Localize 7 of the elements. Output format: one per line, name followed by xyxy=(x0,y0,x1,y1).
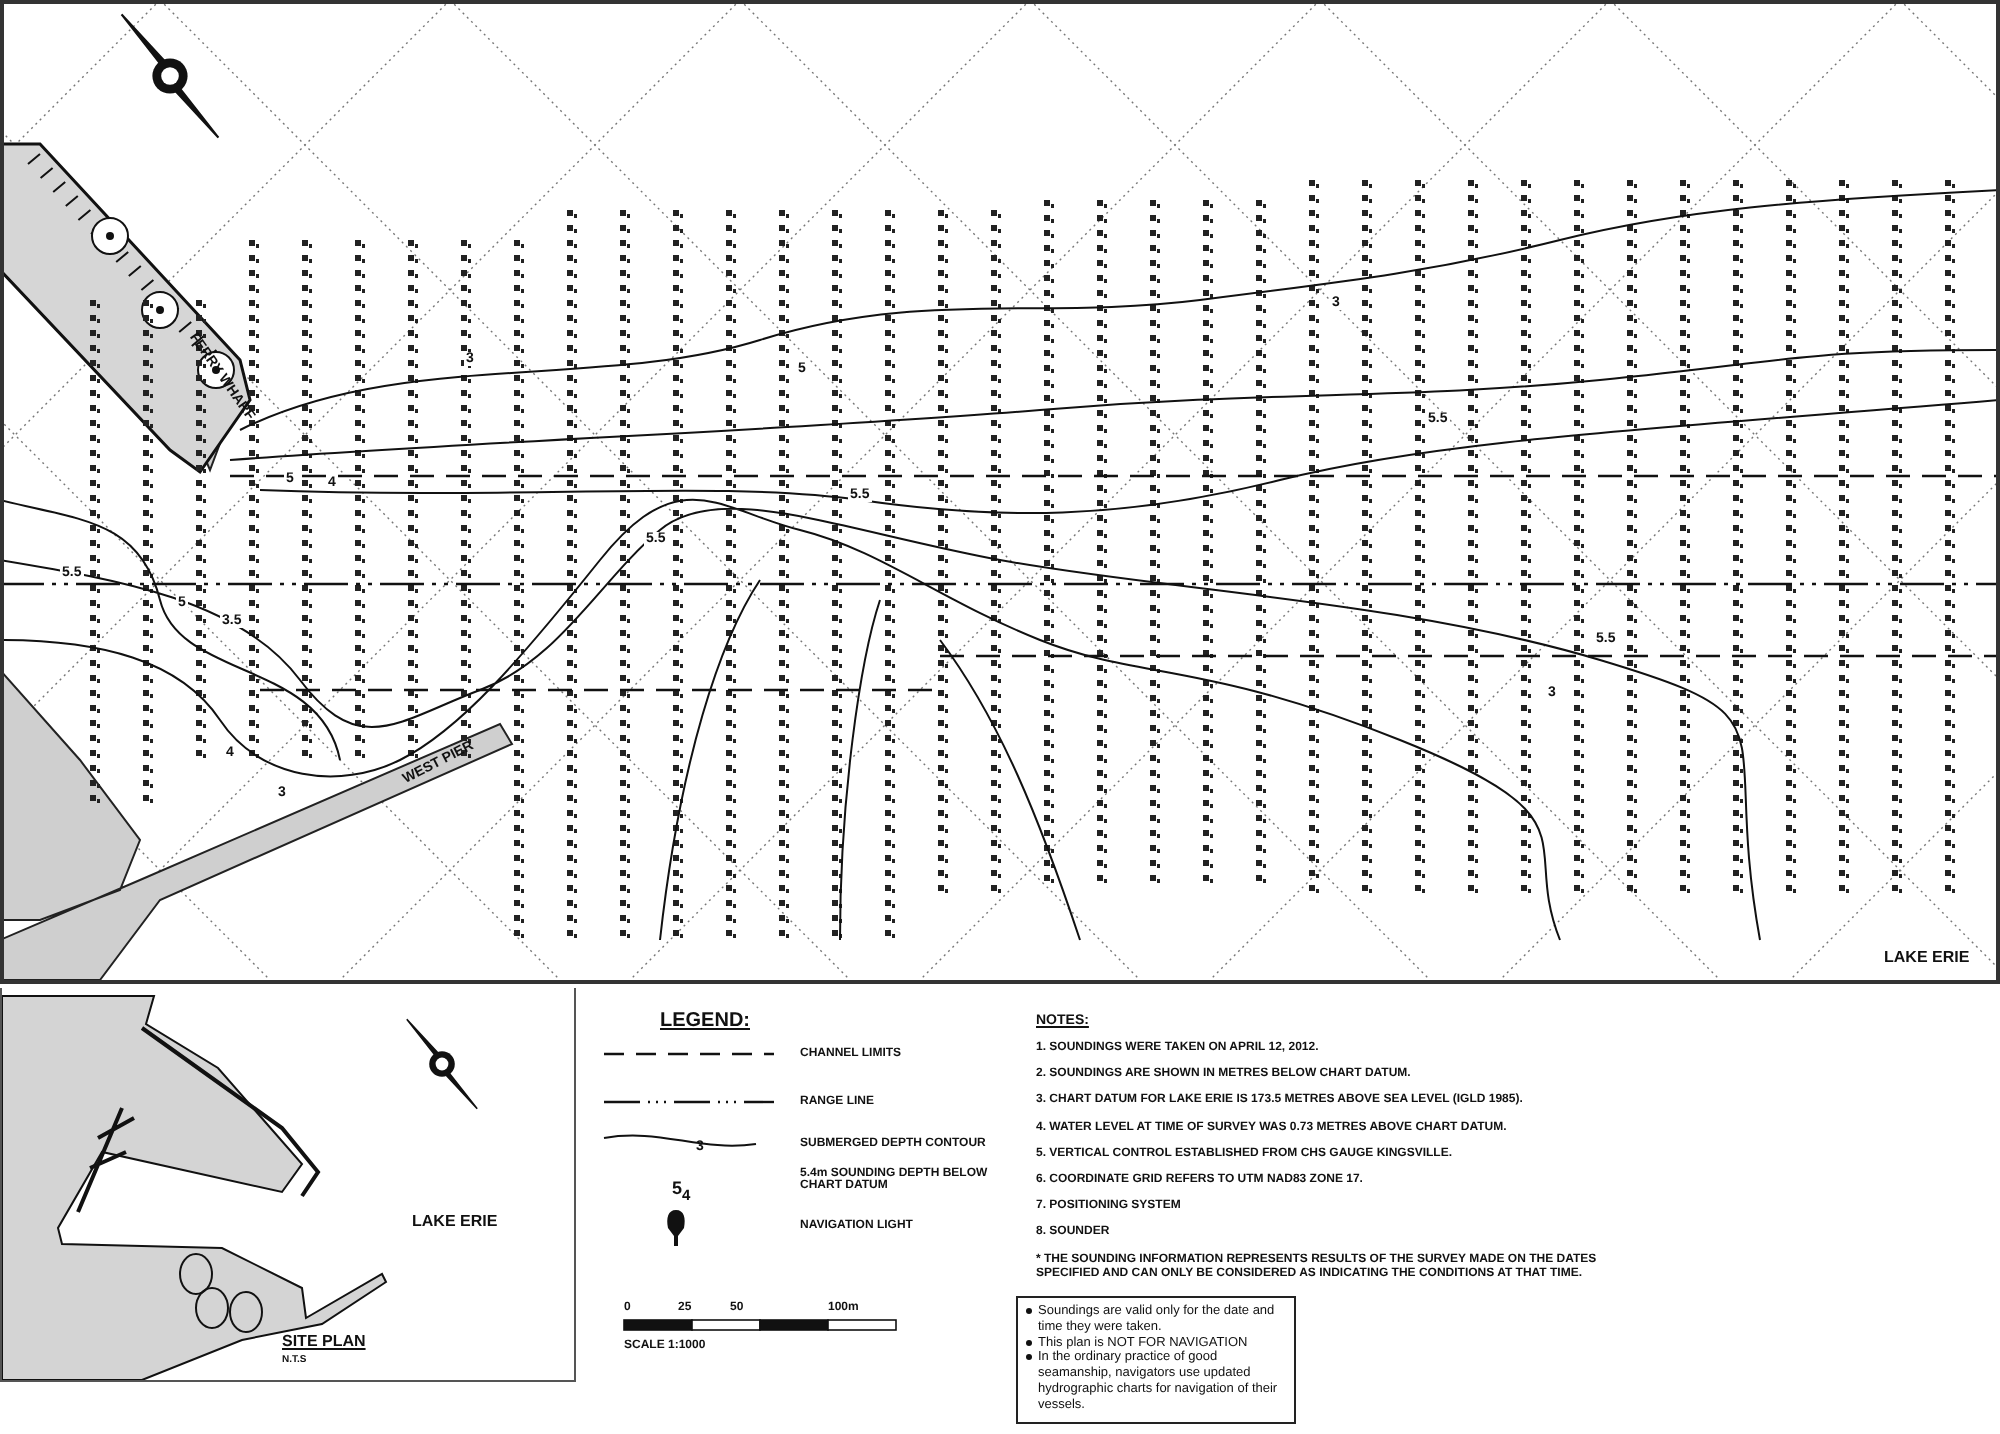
site-plan-inset xyxy=(0,988,576,1382)
notice-box xyxy=(1016,1296,1296,1424)
place-label: LAKE ERIE xyxy=(412,1214,498,1230)
legend-heading: LEGEND: xyxy=(660,1012,750,1032)
sounding-sample-label: 5$_{4}$ xyxy=(672,1180,691,1203)
place-label: LAKE ERIE xyxy=(1884,950,1970,966)
plan-title: SITE PLAN xyxy=(282,1334,366,1350)
